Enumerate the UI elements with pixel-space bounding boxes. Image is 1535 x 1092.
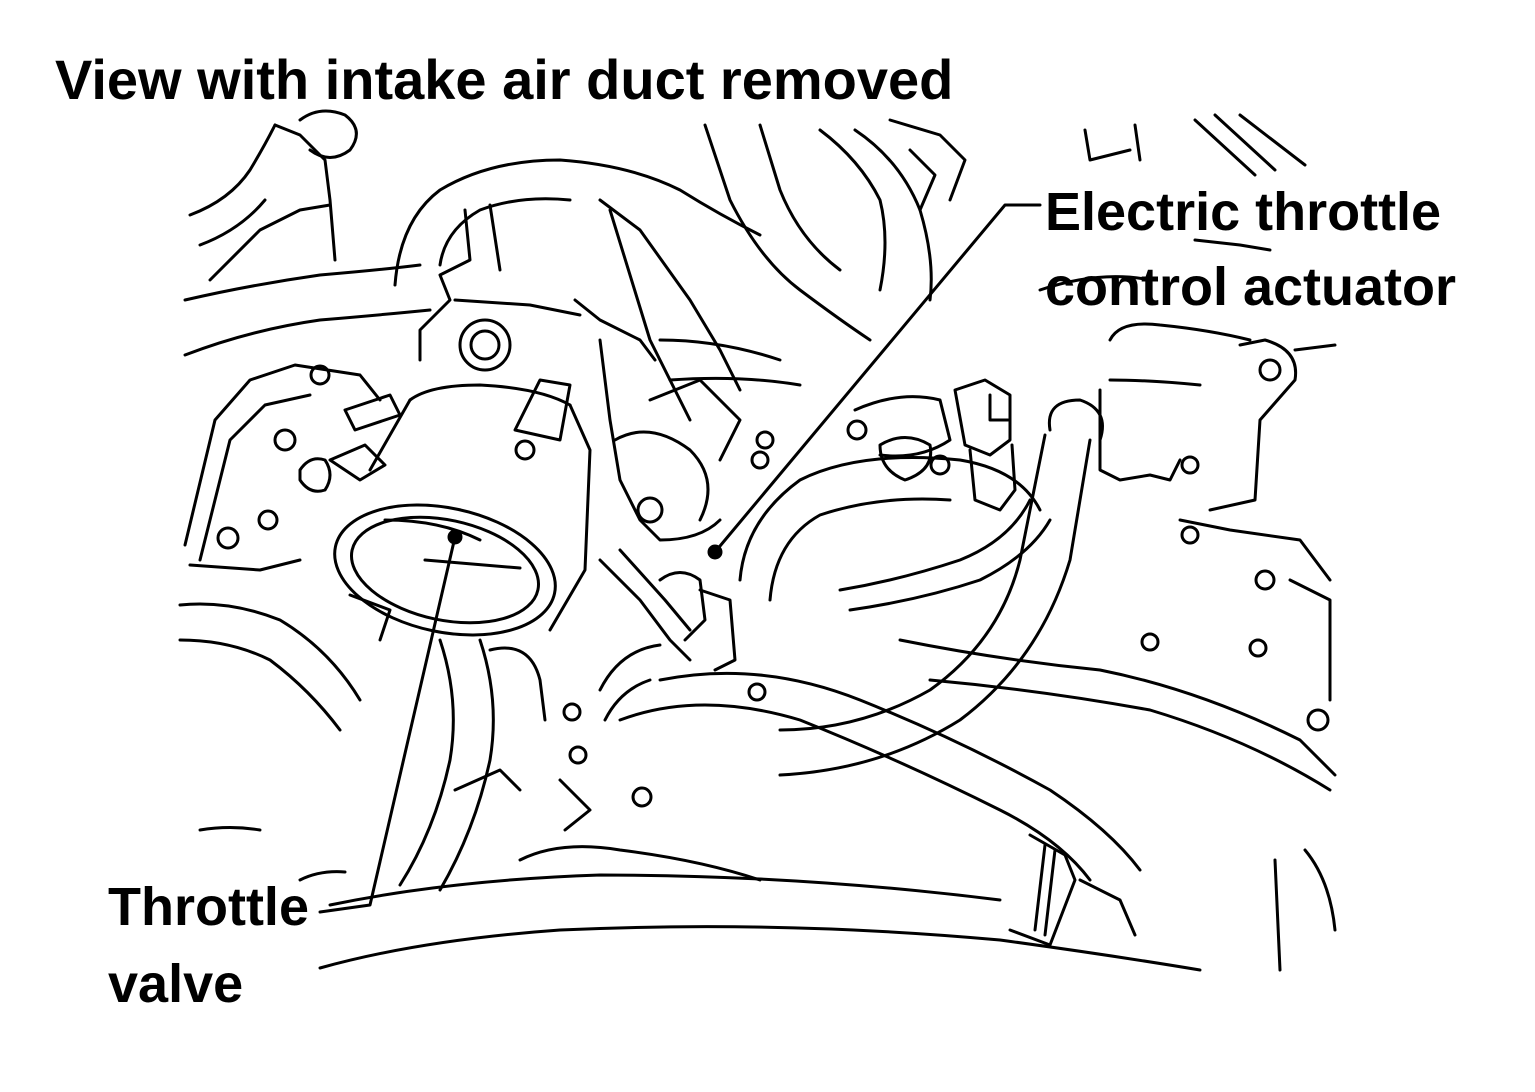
diagram-title: View with intake air duct removed <box>55 48 954 111</box>
leader-lines <box>318 203 1042 914</box>
callout-actuator-line2: control actuator <box>1045 257 1457 317</box>
connector-harness <box>598 544 737 722</box>
callout-valve-line2: valve <box>108 954 244 1014</box>
throttle-top-bracket <box>418 203 657 372</box>
left-mounting-plate <box>183 363 402 572</box>
top-right-structure <box>888 113 1307 292</box>
throttle-body <box>333 383 592 637</box>
callout-valve-line1: Throttle <box>108 877 309 937</box>
right-center-hose <box>738 398 1104 777</box>
callout-actuator-line1: Electric throttle <box>1045 182 1442 242</box>
right-bracket <box>1098 322 1337 732</box>
bottom-sweep <box>318 848 1337 972</box>
upper-left-bracket <box>188 109 358 282</box>
lower-left-manifold <box>178 593 762 892</box>
lower-hoses <box>562 632 1337 947</box>
actuator-housing <box>513 198 802 542</box>
upper-hose <box>183 123 933 357</box>
right-sensor-connector <box>846 378 1017 512</box>
